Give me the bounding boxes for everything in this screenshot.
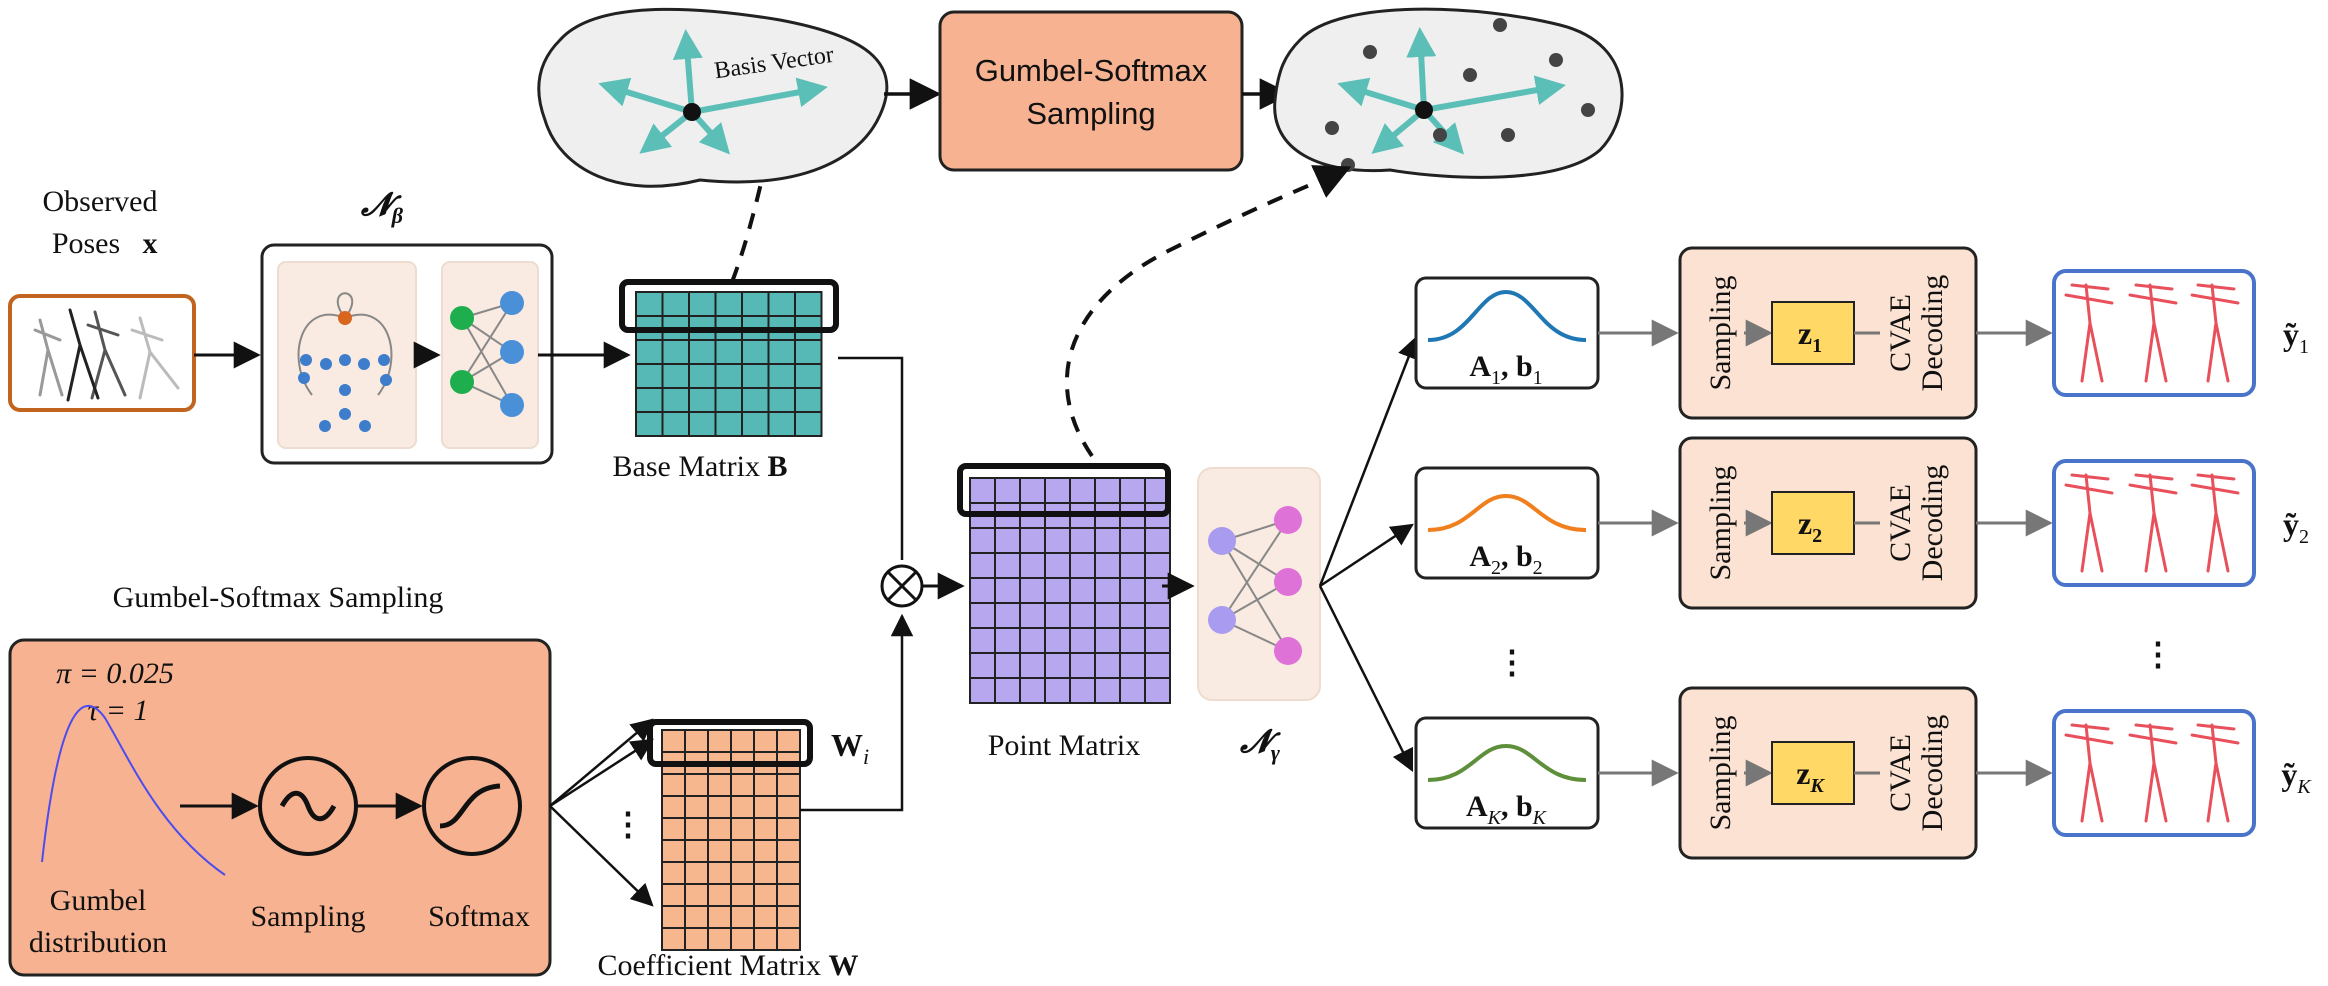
- coef-row-highlight: [647, 719, 813, 767]
- output-vdots: ⋮: [2142, 636, 2174, 672]
- sampling-vertical-label: Sampling: [1704, 715, 1737, 830]
- decoding-vertical-label: Decoding: [1916, 275, 1949, 392]
- n-gamma-label: 𝓝γ: [1239, 723, 1281, 765]
- dashed-arrow-point-to-samples: [1064, 165, 1352, 458]
- pi-equation: π = 0.025: [56, 657, 174, 690]
- predicted-y-label: ỹ1: [2283, 316, 2309, 358]
- cvae-vertical-label: CVAE: [1884, 484, 1917, 562]
- base-matrix-row-highlight: [619, 279, 839, 333]
- sampling-vertical-label: Sampling: [1704, 465, 1737, 580]
- coef-matrix-label: Coefficient Matrix W: [597, 949, 858, 982]
- base-matrix-label: Base Matrix B: [613, 450, 788, 483]
- gumbel-label-line1: Gumbel: [50, 884, 147, 917]
- softmax-node: [422, 756, 522, 856]
- graph-conv-icon: [297, 292, 393, 432]
- ab-label: AK, bK: [1466, 790, 1548, 829]
- basis-vector-blob: [537, 7, 889, 188]
- base-matrix: [635, 291, 823, 437]
- ab-label: A2, b2: [1469, 540, 1542, 579]
- n-beta-label: 𝓝β: [360, 186, 404, 228]
- gs-sampling-top-box: [938, 10, 1244, 172]
- gumbel-curve: [41, 704, 226, 876]
- point-matrix-label: Point Matrix: [988, 729, 1141, 762]
- predicted-skeleton-icon: [2064, 473, 2240, 573]
- line-base-to-multiply: [838, 356, 904, 560]
- tau-equation: τ = 1: [88, 694, 149, 727]
- cvae-vertical-label: CVAE: [1884, 734, 1917, 812]
- line-coef-to-multiply: [800, 613, 914, 812]
- gs-top-line2: Sampling: [1026, 96, 1155, 131]
- point-row-highlight: [957, 463, 1171, 517]
- sampled-points-dots: [1325, 18, 1595, 172]
- decoding-vertical-label: Decoding: [1916, 715, 1949, 832]
- sampling-vertical-label: Sampling: [1704, 275, 1737, 390]
- observed-var: x: [143, 227, 158, 260]
- arrows-to-coef: [549, 718, 654, 907]
- mlp-icon: [450, 291, 524, 417]
- gaussian-curve-icon: [1427, 289, 1587, 342]
- n-gamma-network-icon: [1208, 506, 1302, 665]
- branch-arrows: [1318, 335, 1420, 773]
- predicted-y-label: ỹ2: [2283, 506, 2309, 548]
- latent-z-box: [1771, 301, 1855, 365]
- sigmoid-icon: [439, 783, 501, 829]
- observed-poses-frame: [8, 294, 196, 412]
- sampled-points-blob: [1273, 7, 1624, 179]
- latent-z-label: z1: [1798, 315, 1822, 357]
- latent-z-label: z2: [1798, 505, 1822, 547]
- cvae-vertical-label: CVAE: [1884, 294, 1917, 372]
- gaussian-curve-icon: [1427, 743, 1587, 782]
- sampled-origin-dot: [1415, 101, 1433, 119]
- gaussian-curve-icon: [1427, 493, 1587, 532]
- coef-vdots: ⋮: [612, 806, 644, 842]
- predicted-y-label: ỹK: [2281, 756, 2312, 798]
- observed-skeleton-icon: [33, 308, 180, 402]
- gs-bottom-title: Gumbel-Softmax Sampling: [113, 581, 444, 614]
- sampling-label: Sampling: [250, 900, 365, 933]
- observed-label-line1: Observed: [43, 185, 158, 218]
- observed-poses-label: Observed Poses x: [43, 185, 158, 260]
- tilde-icon: [279, 790, 337, 822]
- branch-vdots: ⋮: [1496, 644, 1528, 680]
- w-i-label: Wi: [831, 727, 869, 769]
- latent-z-box: [1771, 491, 1855, 555]
- predicted-skeleton-icon: [2064, 283, 2240, 383]
- gs-top-line1: Gumbel-Softmax: [975, 53, 1208, 88]
- latent-z-label: zK: [1796, 755, 1825, 797]
- observed-label-line2: Poses: [52, 227, 120, 260]
- decoding-vertical-label: Decoding: [1916, 465, 1949, 582]
- softmax-label: Softmax: [428, 900, 530, 933]
- basis-origin-dot: [683, 103, 701, 121]
- ab-label: A1, b1: [1469, 350, 1542, 389]
- predicted-skeleton-icon: [2064, 723, 2240, 823]
- gumbel-label-line2: distribution: [29, 926, 167, 959]
